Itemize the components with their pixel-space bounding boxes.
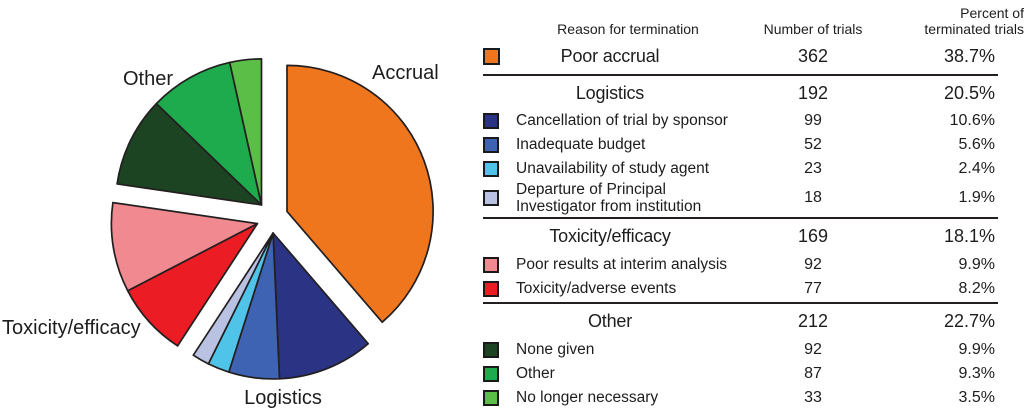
item-label-cell: No longer necessary <box>470 389 750 406</box>
group-row-other: Other 212 22.7% <box>470 306 1024 338</box>
item-trials-value: 52 <box>804 136 822 153</box>
pie-group-label-accrual: Accrual <box>372 62 439 84</box>
legend-swatch-toxicity-adverse-events <box>483 280 499 297</box>
group-name: Poor accrual <box>560 45 660 66</box>
pie-group-label-toxicity-efficacy: Toxicity/efficacy <box>2 317 141 339</box>
legend-swatch-no-longer-necessary <box>483 389 499 406</box>
pie-slice-cancellation-of-trial-by-sponsor <box>272 232 370 380</box>
legend-swatch-poor-accrual <box>483 48 500 65</box>
item-percent-value: 9.9% <box>958 340 995 358</box>
item-label-cell: Cancellation of trial by sponsor <box>470 112 750 129</box>
table-body: Poor accrual 362 38.7% Logistics 192 20.5% Can… <box>470 40 1024 410</box>
item-label: Cancellation of trial by sponsor <box>516 112 728 130</box>
item-row-poor-results-at-interim-analysis: Poor results at interim analysis 92 9.9% <box>470 253 1024 277</box>
item-percent-value: 1.9% <box>958 189 995 207</box>
item-percent-value: 5.6% <box>958 136 995 153</box>
item-row-toxicity-adverse-events: Toxicity/adverse events 77 8.2% <box>470 277 1024 301</box>
legend-swatch-other <box>483 365 499 382</box>
group-row-poor-accrual: Poor accrual 362 38.7% <box>470 40 1024 72</box>
section-divider <box>483 217 998 220</box>
item-label: Unavailability of study agent <box>516 160 710 178</box>
group-row-logistics: Logistics 192 20.5% <box>470 77 1024 109</box>
pie-slice-other <box>155 61 263 206</box>
item-row-no-longer-necessary: No longer necessary 33 3.5% <box>470 386 1024 410</box>
item-percent-value: 9.3% <box>958 364 995 382</box>
item-percent-value: 3.5% <box>958 388 995 406</box>
pie-slice-departure-of-principal-investigator-from-institution <box>192 232 274 365</box>
item-trials-value: 99 <box>804 112 822 129</box>
pie-group-label-logistics: Logistics <box>244 387 322 409</box>
item-label: Other <box>516 365 555 383</box>
pie-slice-none-given <box>116 102 263 206</box>
item-row-none-given: None given 92 9.9% <box>470 338 1024 362</box>
item-label-cell: None given <box>470 341 750 358</box>
item-row-inadequate-budget: Inadequate budget 52 5.6% <box>470 133 1024 157</box>
item-row-other: Other 87 9.3% <box>470 362 1024 386</box>
item-trials-value: 92 <box>804 340 822 358</box>
group-trials-value: 212 <box>797 311 829 332</box>
group-trials-value: 192 <box>797 82 829 103</box>
legend-swatch-departure-of-principal-investigator-from-institution <box>483 190 499 207</box>
pie-slice-no-longer-necessary <box>228 58 263 206</box>
section-divider <box>483 73 998 76</box>
item-percent-value: 9.9% <box>958 255 995 273</box>
item-label-cell: Other <box>470 365 750 382</box>
item-row-cancellation-of-trial-by-sponsor: Cancellation of trial by sponsor 99 10.6% <box>470 109 1024 133</box>
item-trials-value: 18 <box>804 189 822 207</box>
item-label-cell: Departure of Principal Investigator from… <box>470 181 750 216</box>
col-header-reason: Reason for termination <box>557 20 699 37</box>
pie-slice-poor-accrual <box>286 64 434 324</box>
legend-swatch-cancellation-of-trial-by-sponsor <box>483 112 499 129</box>
group-trials-value: 169 <box>797 226 829 247</box>
group-percent-value: 38.7% <box>943 45 995 66</box>
legend-swatch-none-given <box>483 341 499 358</box>
group-name: Logistics <box>575 82 645 103</box>
table-header-row: Reason for termination Number of trials … <box>470 0 1024 40</box>
item-label-cell: Poor results at interim analysis <box>470 256 750 273</box>
item-label: No longer necessary <box>516 389 659 407</box>
legend-swatch-poor-results-at-interim-analysis <box>483 256 499 273</box>
item-row-departure-of-principal-investigator-from-institution: Departure of Principal Investigator from… <box>470 181 1024 216</box>
section-divider <box>483 302 998 305</box>
item-label: Poor results at interim analysis <box>516 256 728 274</box>
termination-table: Reason for termination Number of trials … <box>470 0 1024 410</box>
item-trials-value: 87 <box>804 364 822 382</box>
group-percent-value: 20.5% <box>943 82 995 103</box>
legend-swatch-inadequate-budget <box>483 136 499 153</box>
item-label: None given <box>516 341 595 359</box>
group-name: Toxicity/efficacy <box>549 226 671 247</box>
item-trials-value: 23 <box>804 160 822 177</box>
legend-swatch-unavailability-of-study-agent <box>483 160 499 177</box>
group-row-toxicity-efficacy: Toxicity/efficacy 169 18.1% <box>470 221 1024 253</box>
item-percent-value: 10.6% <box>949 112 995 129</box>
item-label-cell: Toxicity/adverse events <box>470 280 750 297</box>
group-percent-value: 22.7% <box>943 311 995 332</box>
item-label: Departure of Principal Investigator from… <box>516 181 702 216</box>
item-trials-value: 92 <box>804 255 822 273</box>
group-percent-value: 18.1% <box>943 226 995 247</box>
item-label: Inadequate budget <box>516 136 646 154</box>
col-header-percent: Percent of terminated trials <box>924 4 1024 37</box>
col-header-trials: Number of trials <box>763 20 863 37</box>
item-percent-value: 2.4% <box>958 160 995 177</box>
item-row-unavailability-of-study-agent: Unavailability of study agent 23 2.4% <box>470 157 1024 181</box>
item-trials-value: 77 <box>804 279 822 297</box>
group-name: Other <box>587 311 633 332</box>
item-label-cell: Unavailability of study agent <box>470 160 750 177</box>
pie-group-label-other: Other <box>123 68 173 90</box>
group-trials-value: 362 <box>797 45 829 66</box>
item-label: Toxicity/adverse events <box>516 280 677 298</box>
item-trials-value: 33 <box>804 388 822 406</box>
item-percent-value: 8.2% <box>958 279 995 297</box>
pie-slice-poor-results-at-interim-analysis <box>110 201 259 292</box>
item-label-cell: Inadequate budget <box>470 136 750 153</box>
